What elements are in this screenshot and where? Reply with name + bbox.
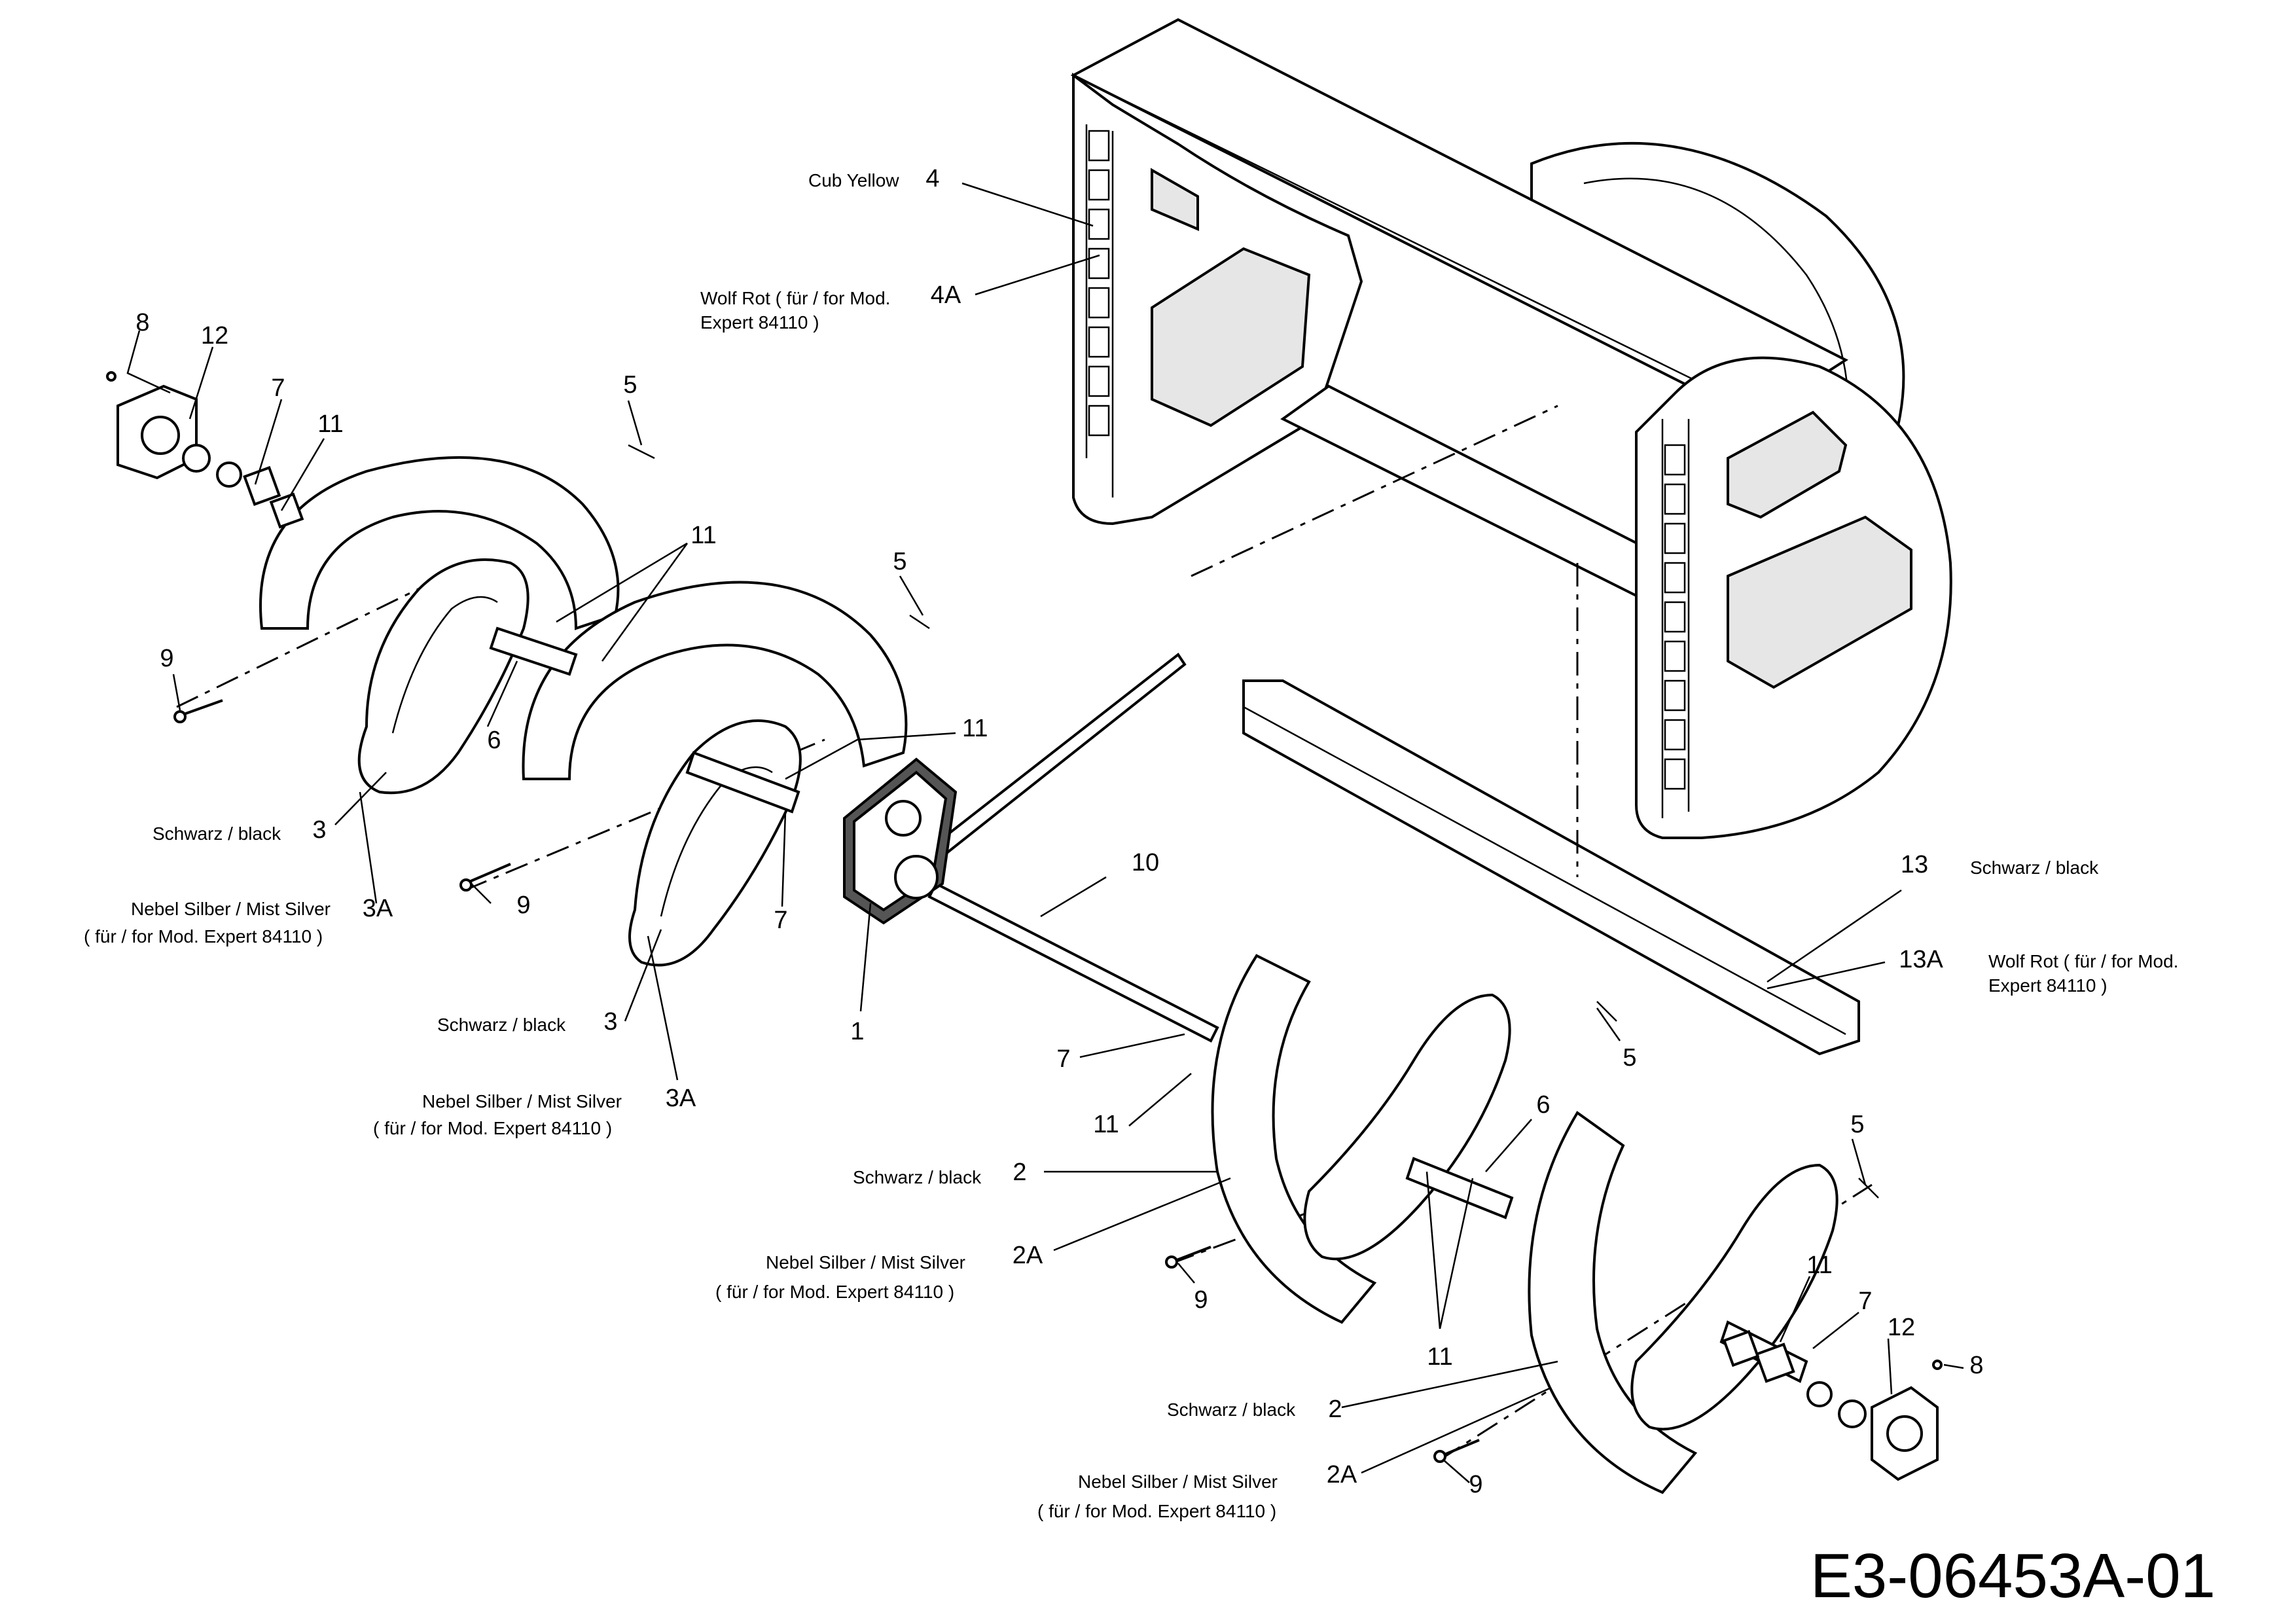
callout-3A: 3A: [666, 1085, 696, 1112]
callout-3A: 3A: [363, 895, 393, 922]
callout-11: 11: [691, 522, 716, 549]
callout-5: 5: [893, 548, 906, 575]
gearbox: [843, 757, 958, 925]
callout-11: 11: [317, 410, 343, 438]
callout-13: 13: [1901, 851, 1928, 878]
callout-9: 9: [516, 892, 530, 919]
callout-10: 10: [1132, 849, 1159, 876]
scraper-bar: [1242, 679, 1860, 1056]
note-3A-line1: Nebel Silber / Mist Silver: [131, 899, 331, 919]
note-3A-line2: ( für / for Mod. Expert 84110 ): [84, 926, 323, 947]
callout-8: 8: [1969, 1352, 1983, 1379]
note-2: Schwarz / black: [1167, 1399, 1296, 1420]
callout-8: 8: [135, 309, 149, 336]
callout-4: 4: [925, 165, 939, 192]
note-2: Schwarz / black: [853, 1167, 982, 1187]
callout-12: 12: [201, 322, 228, 350]
shaft-tube-left: [489, 626, 800, 814]
callout-7: 7: [1056, 1045, 1070, 1073]
callout-7: 7: [271, 374, 285, 402]
note-2A-line2: ( für / for Mod. Expert 84110 ): [1037, 1501, 1276, 1521]
callout-5: 5: [623, 371, 637, 399]
callout-12: 12: [1888, 1314, 1915, 1341]
note-2A-line2: ( für / for Mod. Expert 84110 ): [715, 1282, 954, 1302]
callout-9: 9: [160, 645, 173, 672]
note-3: Schwarz / black: [152, 823, 281, 844]
note-13: Schwarz / black: [1970, 857, 2099, 878]
note-13A-line1: Wolf Rot ( für / for Mod.: [1988, 951, 2178, 971]
leader-lines: [126, 182, 1964, 1483]
shear-bolts: [173, 699, 1480, 1463]
colour-notes: Cub Yellow Wolf Rot ( für / for Mod. Exp…: [84, 170, 2178, 1521]
callout-9: 9: [1194, 1286, 1208, 1314]
note-2A-line1: Nebel Silber / Mist Silver: [766, 1252, 965, 1272]
auger-right-inner: [1211, 954, 1511, 1324]
callout-6: 6: [1536, 1091, 1550, 1119]
callout-5: 5: [1623, 1044, 1636, 1072]
hair-pins: [628, 444, 1879, 1199]
callout-3: 3: [312, 816, 326, 844]
callout-11: 11: [1093, 1111, 1119, 1138]
callout-11: 11: [1806, 1252, 1832, 1279]
callout-11: 11: [962, 715, 988, 742]
callout-9: 9: [1469, 1471, 1482, 1498]
bearing-flange-right: [1722, 1329, 1943, 1481]
note-4A-line1: Wolf Rot ( für / for Mod.: [700, 288, 890, 308]
note-4: Cub Yellow: [808, 170, 899, 190]
callout-13A: 13A: [1899, 946, 1943, 973]
callout-numbers: 4 4A 8 12 7 11 5 11 5 9 6 11 3 3A 9 7 3 …: [135, 165, 1983, 1498]
note-3: Schwarz / black: [437, 1015, 566, 1035]
callout-4A: 4A: [931, 281, 961, 309]
auger-housing: [1070, 18, 1952, 839]
callout-2: 2: [1013, 1159, 1026, 1186]
drawing-number: E3-06453A-01: [1810, 1541, 2215, 1611]
auger-right-outer: [1528, 1111, 1839, 1494]
note-3A-line2: ( für / for Mod. Expert 84110 ): [373, 1118, 612, 1138]
callout-3: 3: [603, 1008, 617, 1036]
callout-5: 5: [1850, 1111, 1864, 1138]
auger-left-outer: [259, 456, 620, 795]
callout-2A: 2A: [1327, 1461, 1357, 1489]
note-3A-line1: Nebel Silber / Mist Silver: [422, 1091, 622, 1111]
callout-11: 11: [1427, 1343, 1452, 1371]
callout-2: 2: [1328, 1396, 1342, 1423]
callout-7: 7: [1858, 1288, 1872, 1315]
bearing-flange-left: [106, 371, 304, 529]
impeller-shaft: [908, 653, 1219, 1043]
note-13A-line2: Expert 84110 ): [1988, 975, 2108, 996]
callout-2A: 2A: [1013, 1242, 1043, 1269]
callout-6: 6: [487, 727, 501, 754]
note-2A-line1: Nebel Silber / Mist Silver: [1078, 1471, 1278, 1492]
callout-1: 1: [850, 1018, 864, 1045]
note-4A-line2: Expert 84110 ): [700, 312, 819, 333]
callout-7: 7: [774, 907, 787, 934]
